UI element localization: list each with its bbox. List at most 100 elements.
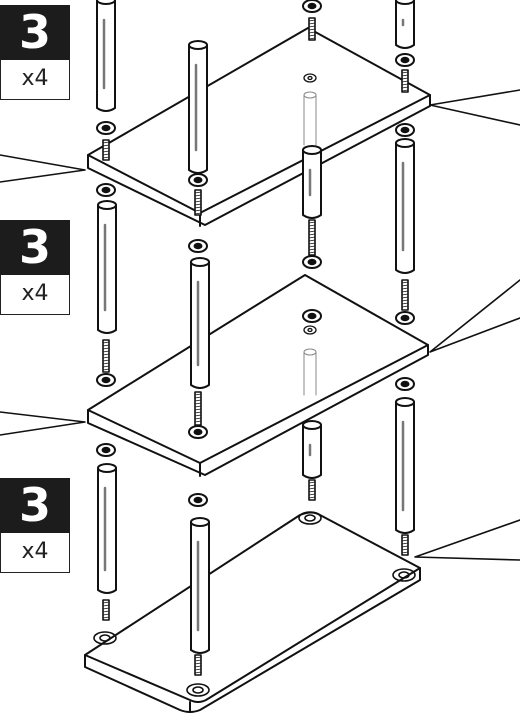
stud-shaft bbox=[194, 391, 202, 426]
stud-thread bbox=[194, 656, 202, 659]
stud-thread bbox=[308, 239, 316, 242]
post-top bbox=[190, 517, 210, 527]
stud-thread bbox=[194, 414, 202, 417]
base-panel bbox=[84, 511, 421, 713]
callout-left-upper bbox=[0, 154, 86, 183]
stud-shaft bbox=[194, 189, 202, 216]
post-top bbox=[97, 463, 117, 473]
stud-thread bbox=[401, 293, 409, 296]
standoff-post bbox=[190, 517, 210, 654]
stud-thread bbox=[194, 194, 202, 197]
washer-hole bbox=[307, 312, 317, 320]
standoff-post bbox=[395, 397, 415, 534]
stud-thread bbox=[194, 206, 202, 209]
callout-left-lower bbox=[0, 411, 86, 436]
stud-thread bbox=[401, 77, 409, 80]
stud-thread bbox=[401, 284, 409, 287]
washer bbox=[96, 373, 116, 387]
stud-thread bbox=[102, 613, 110, 616]
stud-thread bbox=[401, 548, 409, 551]
stud-thread bbox=[194, 668, 202, 671]
stud-thread bbox=[308, 19, 316, 22]
stud-thread bbox=[102, 353, 110, 356]
stud-thread bbox=[102, 150, 110, 153]
stud-thread bbox=[401, 299, 409, 302]
post-top bbox=[395, 0, 415, 5]
stud-thread bbox=[401, 302, 409, 305]
stud-thread bbox=[308, 233, 316, 236]
stud-thread bbox=[194, 671, 202, 674]
stud-thread bbox=[194, 200, 202, 203]
stud-thread bbox=[308, 490, 316, 493]
post-body bbox=[96, 0, 116, 112]
stud-shaft bbox=[401, 534, 409, 556]
washer bbox=[188, 239, 208, 253]
stud-thread bbox=[102, 359, 110, 362]
threaded-stud bbox=[401, 279, 409, 311]
stud-thread bbox=[308, 251, 316, 254]
stud-thread bbox=[308, 224, 316, 227]
washer bbox=[302, 0, 322, 13]
post-body bbox=[190, 261, 210, 389]
washer bbox=[395, 123, 415, 137]
stud-thread bbox=[308, 28, 316, 31]
stud-thread bbox=[194, 411, 202, 414]
stud-thread bbox=[102, 604, 110, 607]
stud-thread bbox=[401, 296, 409, 299]
stud-thread bbox=[102, 607, 110, 610]
stud-shaft bbox=[194, 654, 202, 676]
stud-thread bbox=[102, 601, 110, 604]
step-quantity: x4 bbox=[0, 533, 70, 573]
step-quantity: x4 bbox=[0, 60, 70, 100]
washer-hole bbox=[101, 124, 111, 132]
stud-thread bbox=[308, 481, 316, 484]
top-panel bbox=[87, 27, 431, 227]
post-body bbox=[302, 424, 322, 479]
stud-thread bbox=[194, 203, 202, 206]
washer-hole bbox=[400, 314, 410, 322]
callout-right-middle bbox=[429, 279, 520, 353]
stud-thread bbox=[308, 487, 316, 490]
stud-thread bbox=[194, 405, 202, 408]
stud-thread bbox=[401, 542, 409, 545]
post-top bbox=[395, 138, 415, 148]
stud-thread bbox=[102, 344, 110, 347]
stud-thread bbox=[194, 659, 202, 662]
stud-thread bbox=[401, 290, 409, 293]
post-top bbox=[395, 397, 415, 407]
stud-thread bbox=[102, 147, 110, 150]
standoff-post bbox=[190, 257, 210, 389]
washer bbox=[188, 425, 208, 439]
threaded-studs bbox=[102, 17, 409, 676]
post-top bbox=[188, 40, 208, 50]
stud-thread bbox=[102, 156, 110, 159]
washer bbox=[96, 443, 116, 457]
stud-thread bbox=[194, 408, 202, 411]
threaded-stud bbox=[308, 219, 316, 256]
post-body bbox=[395, 0, 415, 49]
washer-hole bbox=[101, 376, 111, 384]
stud-thread bbox=[194, 662, 202, 665]
stud-thread bbox=[308, 230, 316, 233]
stud-thread bbox=[194, 209, 202, 212]
washer bbox=[302, 255, 322, 269]
post-top bbox=[302, 145, 322, 155]
stud-thread bbox=[194, 396, 202, 399]
washer-hole bbox=[101, 186, 111, 194]
stud-thread bbox=[308, 37, 316, 40]
stud-thread bbox=[308, 31, 316, 34]
standoff-post bbox=[302, 145, 322, 219]
threaded-stud bbox=[102, 599, 110, 621]
stud-thread bbox=[401, 539, 409, 542]
step-number: 3 bbox=[0, 220, 70, 275]
stud-thread bbox=[401, 89, 409, 92]
callout-right-bottom bbox=[414, 519, 520, 561]
post-body bbox=[97, 204, 117, 334]
washer bbox=[96, 183, 116, 197]
threaded-stud bbox=[102, 139, 110, 161]
stud-shaft bbox=[102, 139, 110, 161]
threaded-stud bbox=[194, 654, 202, 676]
post-body bbox=[190, 521, 210, 654]
step-badge-middle: 3 x4 bbox=[0, 220, 70, 315]
